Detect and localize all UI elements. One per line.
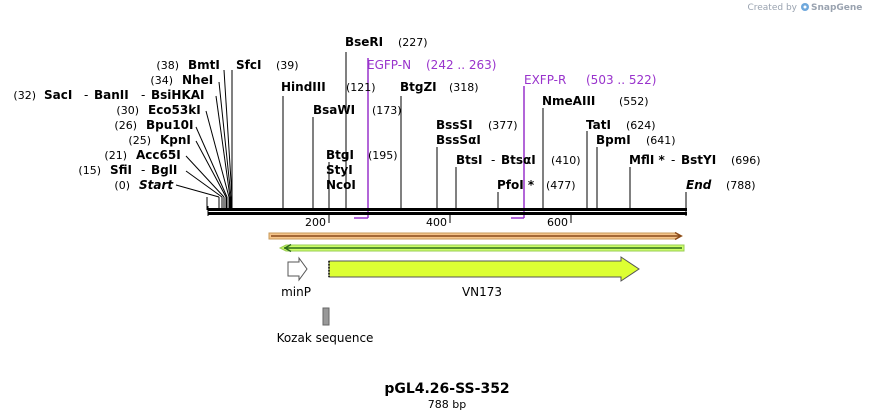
site-sep: - (671, 153, 675, 167)
site-lines (175, 52, 687, 210)
site-btgzi[interactable]: BtgZI (400, 80, 437, 94)
site-btsi[interactable]: BtsI (456, 153, 483, 167)
site-bseri[interactable]: BseRI (345, 35, 383, 49)
feature-vn173[interactable]: VN173 (328, 256, 640, 299)
site-nhei-pos: (34) (150, 74, 173, 87)
site-bmti[interactable]: BmtI (188, 58, 220, 72)
site-styi[interactable]: StyI (326, 163, 353, 177)
plasmid-length: 788 bp (428, 398, 466, 411)
watermark-prefix: Created by (747, 3, 797, 13)
site-kpni[interactable]: KpnI (160, 133, 191, 147)
site-btsai[interactable]: BtsαI (501, 153, 536, 167)
site-end-pos: (788) (726, 179, 756, 192)
site-pfoi-pos: (477) (546, 179, 576, 192)
site-end[interactable]: End (686, 178, 712, 192)
site-tati-pos: (624) (626, 119, 656, 132)
feature-minp[interactable]: minP (281, 256, 311, 299)
site-sfci[interactable]: SfcI (236, 58, 261, 72)
site-tati[interactable]: TatI (586, 118, 611, 132)
site-hindiii-pos: (121) (346, 81, 376, 94)
site-bsssi-pos: (377) (488, 119, 518, 132)
left-site-labels: (38) BmtI SfcI (39) (34) NheI (32) SacI … (13, 58, 298, 192)
site-sep: - (141, 163, 145, 177)
site-acc65i[interactable]: Acc65I (136, 148, 181, 162)
site-btsi-pos: (410) (551, 154, 581, 167)
site-nhei[interactable]: NheI (182, 73, 213, 87)
site-btgi-pos: (195) (368, 149, 398, 162)
site-nmeaiii-pos: (552) (619, 95, 649, 108)
site-btgzi-pos: (318) (449, 81, 479, 94)
site-ncoi[interactable]: NcoI (326, 178, 356, 192)
site-mfli[interactable]: MflI * (629, 153, 665, 167)
forward-feature-arrow[interactable] (268, 231, 684, 241)
site-sfci-pos: (39) (276, 59, 299, 72)
feature-kozak[interactable]: Kozak sequence (277, 307, 374, 345)
site-start[interactable]: Start (139, 178, 174, 192)
site-sfii-pos: (15) (78, 164, 101, 177)
primer-exfp-r-range: (503 .. 522) (586, 73, 656, 87)
watermark-brand: SnapGene (811, 3, 862, 13)
site-bsssai[interactable]: BssSαI (436, 133, 481, 147)
sequence-backbone (207, 206, 687, 216)
site-acc65i-pos: (21) (104, 149, 127, 162)
ruler-tick-600: 600 (547, 216, 568, 229)
site-hindiii[interactable]: HindIII (281, 80, 326, 94)
site-bstyi-pos: (696) (731, 154, 761, 167)
feature-kozak-label: Kozak sequence (277, 331, 374, 345)
site-bpmi[interactable]: BpmI (596, 133, 631, 147)
site-banii[interactable]: BanII (94, 88, 129, 102)
site-sfii[interactable]: SfiI (110, 163, 132, 177)
site-labels: BseRI (227) HindIII (121) BtgZI (318) Bs… (281, 35, 761, 192)
site-kpni-pos: (25) (128, 134, 151, 147)
feature-minp-label: minP (281, 285, 311, 299)
feature-vn173-label: VN173 (462, 285, 502, 299)
primer-egfp-n-range: (242 .. 263) (426, 58, 496, 72)
site-bsawi-pos: (173) (372, 104, 402, 117)
primer-egfp-n-label: EGFP-N (367, 58, 411, 72)
site-bmti-pos: (38) (156, 59, 179, 72)
primer-egfp-n[interactable]: EGFP-N (242 .. 263) (354, 58, 496, 219)
ruler: 200 400 600 (305, 215, 572, 229)
reverse-feature-arrow[interactable] (278, 243, 685, 253)
site-sep: - (141, 88, 145, 102)
primer-exfp-r[interactable]: EXFP-R (503 .. 522) (511, 73, 656, 219)
site-sep: - (491, 153, 495, 167)
site-bsssi[interactable]: BssSI (436, 118, 473, 132)
snapgene-logo-icon (801, 3, 809, 11)
site-eco53ki-pos: (30) (116, 104, 139, 117)
site-btgi[interactable]: BtgI (326, 148, 354, 162)
site-eco53ki[interactable]: Eco53kI (148, 103, 201, 117)
site-bseri-pos: (227) (398, 36, 428, 49)
primer-exfp-r-label: EXFP-R (524, 73, 566, 87)
site-bsawi[interactable]: BsaWI (313, 103, 355, 117)
ruler-tick-200: 200 (305, 216, 326, 229)
site-bgli[interactable]: BglI (151, 163, 177, 177)
site-bsihkai[interactable]: BsiHKAI (151, 88, 205, 102)
site-bstyi[interactable]: BstYI (681, 153, 716, 167)
site-bpu10i-pos: (26) (114, 119, 137, 132)
site-sep: - (84, 88, 88, 102)
site-nmeaiii[interactable]: NmeAIII (542, 94, 595, 108)
plasmid-title: pGL4.26-SS-352 (384, 381, 509, 397)
site-bpu10i[interactable]: Bpu10I (146, 118, 193, 132)
site-saci[interactable]: SacI (44, 88, 72, 102)
site-pfoi[interactable]: PfoI * (497, 178, 535, 192)
ruler-tick-400: 400 (426, 216, 447, 229)
site-saci-pos: (32) (13, 89, 36, 102)
site-start-pos: (0) (114, 179, 130, 192)
site-bpmi-pos: (641) (646, 134, 676, 147)
